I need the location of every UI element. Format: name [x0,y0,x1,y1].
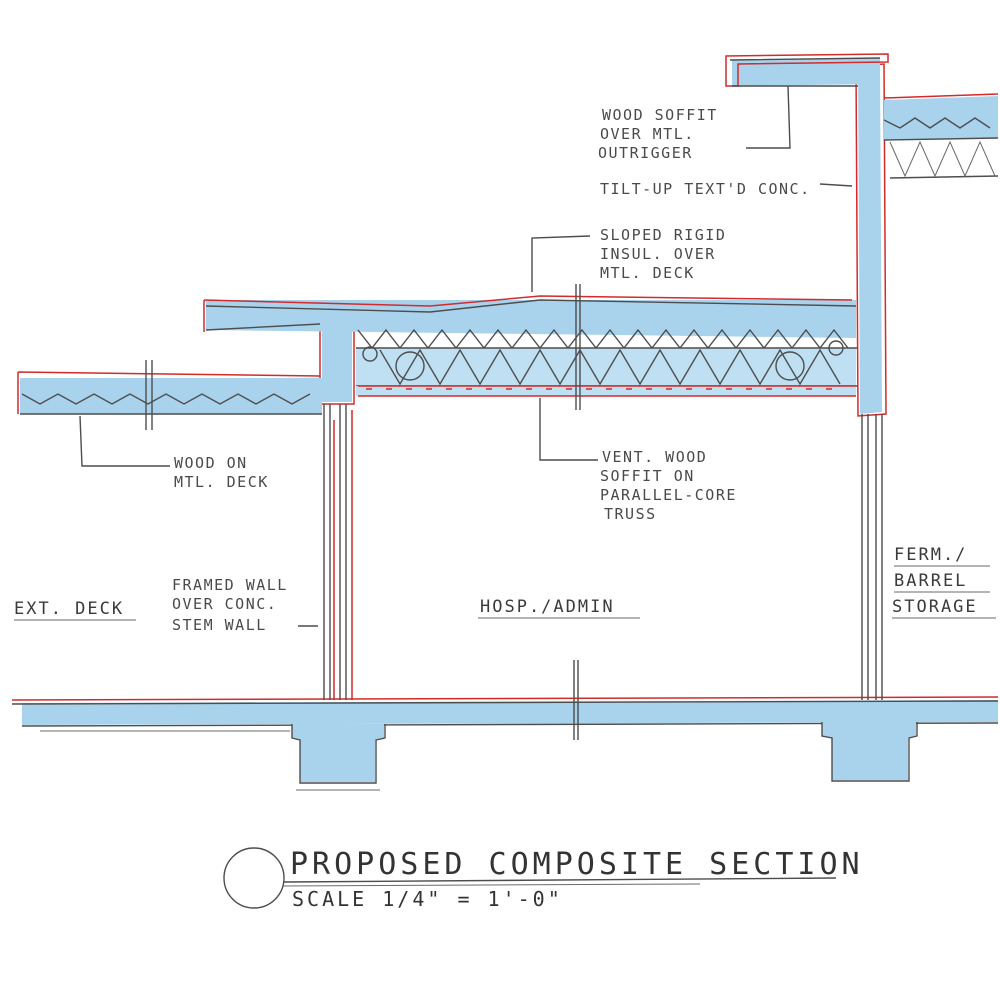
leader-lines [79,85,853,627]
label-vent-wood-line4: TRUSS [604,505,657,523]
title-block: PROPOSED COMPOSITE SECTION SCALE 1/4" = … [223,847,864,911]
label-wood-soffit-line2: OVER MTL. [600,125,695,143]
outrigger-soffit [725,53,889,87]
framed-wall [319,325,355,700]
deck-roof [17,360,322,430]
label-sloped-rigid-line3: MTL. DECK [600,264,695,282]
drawing-title: PROPOSED COMPOSITE SECTION [290,847,864,882]
footing-left [291,724,386,791]
label-tilt-up: TILT-UP TEXT'D CONC. [600,180,811,198]
label-ferm-storage-line3: STORAGE [892,597,978,617]
label-sloped-rigid: SLOPED RIGID INSUL. OVER MTL. DECK [600,226,726,282]
label-ferm-storage-line2: BARREL [894,571,967,591]
label-ext-deck: EXT. DECK [14,599,124,619]
label-wood-soffit-line3: OUTRIGGER [598,144,693,162]
label-wood-on-deck-line1: WOOD ON [174,454,248,472]
label-wood-soffit: WOOD SOFFIT OVER MTL. OUTRIGGER [598,106,718,162]
main-roof [203,284,858,410]
tilt-up-wall [855,63,887,700]
drawing-scale: SCALE 1/4" = 1'-0" [292,887,563,911]
label-vent-wood-line3: PARALLEL-CORE [600,486,737,504]
label-vent-wood-line1: VENT. WOOD [602,448,707,466]
label-framed-wall-line1: FRAMED WALL [172,576,288,594]
label-vent-wood-line2: SOFFIT ON [600,467,695,485]
footing-right [821,722,918,782]
label-hosp-admin: HOSP./ADMIN [480,597,615,617]
label-wood-soffit-line1: WOOD SOFFIT [602,106,718,124]
label-framed-wall: FRAMED WALL OVER CONC. STEM WALL [172,576,288,634]
section-marker-circle [223,847,285,909]
label-ferm-storage: FERM./ BARREL STORAGE [892,545,996,619]
label-sloped-rigid-line1: SLOPED RIGID [600,226,726,244]
label-wood-on-deck-line2: MTL. DECK [174,473,269,491]
upper-right-roof [883,93,999,179]
label-framed-wall-line2: OVER CONC. [172,595,277,613]
label-wood-on-deck: WOOD ON MTL. DECK [174,454,269,491]
label-vent-wood: VENT. WOOD SOFFIT ON PARALLEL-CORE TRUSS [600,448,737,523]
slab-break-line [573,660,579,740]
label-ferm-storage-line1: FERM./ [894,545,967,565]
label-sloped-rigid-line2: INSUL. OVER [600,245,716,263]
label-framed-wall-line3: STEM WALL [172,616,267,634]
